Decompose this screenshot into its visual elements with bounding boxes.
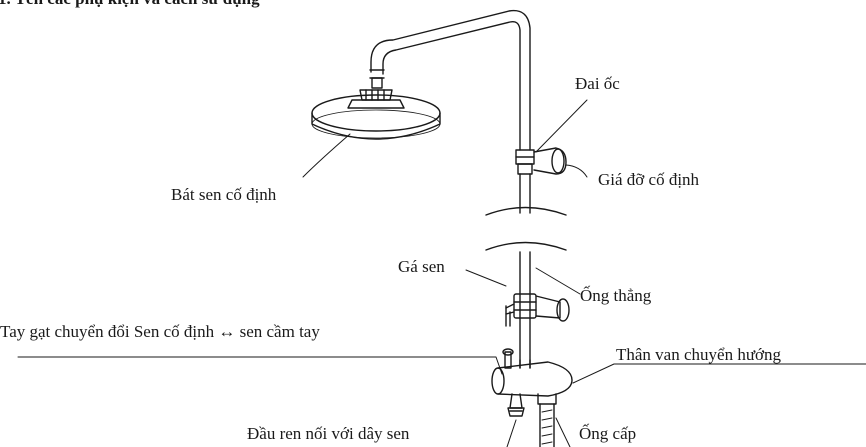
section-heading: 1. Tên các phụ kiện và cách sử dụng [0,0,260,9]
hose-connector [507,393,525,417]
label-ong-cap: Ống cấp [579,424,637,443]
label-dai-oc: Đai ốc [575,74,620,93]
shower-head [311,89,441,140]
fixed-bracket [533,147,567,175]
nut [515,149,535,175]
label-ga-sen: Gá sen [398,257,445,276]
vertical-pipe [485,173,567,369]
label-tay-gat: Tay gạt chuyển đổi Sen cố định ↔ sen cầm… [0,322,320,341]
label-ong-thang: Ống thẳng [580,286,652,305]
leader-lines [17,99,866,447]
supply-pipe [537,393,557,447]
overhead-arm [369,9,531,151]
label-than-van: Thân van chuyển hướng [616,345,782,364]
label-bat-sen-co-dinh: Bát sen cố định [171,185,277,204]
label-dau-ren: Đầu ren nối với dây sen [247,424,410,443]
diverter-valve [491,348,573,397]
hand-shower-holder [505,293,570,327]
label-gia-do-co-dinh: Giá đỡ cố định [598,170,700,189]
